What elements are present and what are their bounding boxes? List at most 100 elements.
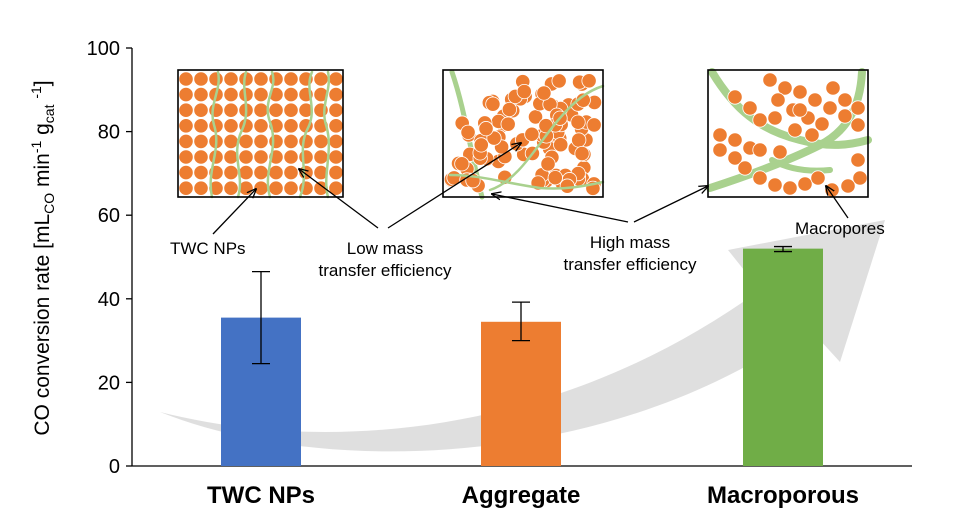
particle: [782, 180, 798, 196]
annotation-low-mass-2: transfer efficiency: [319, 261, 452, 280]
particle: [193, 133, 209, 149]
particle: [727, 150, 743, 166]
particle: [328, 87, 344, 103]
particle: [178, 180, 194, 196]
particle: [500, 116, 516, 132]
particle: [553, 137, 569, 153]
particle: [850, 152, 866, 168]
particle: [328, 165, 344, 181]
arrow-low-mass-b: [387, 143, 521, 229]
particle: [268, 165, 284, 181]
particle: [193, 118, 209, 134]
y-tick-label: 100: [87, 38, 120, 60]
arrow-high-mass-b: [633, 186, 708, 223]
annotation-high-mass-2: transfer efficiency: [564, 255, 697, 274]
particle: [313, 87, 329, 103]
particle: [313, 180, 329, 196]
particle: [501, 101, 518, 118]
bar-2: [743, 248, 823, 466]
particle: [777, 80, 793, 96]
pore-channel: [448, 173, 605, 190]
particle: [208, 180, 224, 196]
error-bars: [252, 245, 792, 365]
annotation-macropores: Macropores: [795, 219, 885, 238]
annotation-low-mass-1: Low mass: [347, 239, 424, 258]
particle: [193, 87, 209, 103]
particle: [193, 71, 209, 87]
particle: [770, 92, 786, 108]
particle: [752, 170, 768, 186]
particle: [208, 102, 224, 118]
inset-frame: [442, 69, 604, 198]
particle: [283, 149, 299, 165]
particle: [253, 133, 269, 149]
particle: [223, 133, 239, 149]
particle: [837, 92, 853, 108]
particle: [283, 133, 299, 149]
particle: [536, 85, 552, 101]
category-label-2: Macroporous: [707, 482, 859, 509]
particle: [223, 102, 239, 118]
y-tick-label: 40: [98, 289, 120, 311]
bar-1: [481, 321, 561, 466]
pore-channel: [769, 157, 833, 174]
particle: [840, 178, 856, 194]
particle: [253, 87, 269, 103]
particle: [792, 102, 808, 118]
pore-channel: [488, 84, 605, 192]
particle: [253, 149, 269, 165]
bars: [221, 248, 823, 466]
particle: [313, 149, 329, 165]
particle: [223, 71, 239, 87]
y-tick-label: 20: [98, 372, 120, 394]
particle: [328, 102, 344, 118]
particle: [772, 144, 788, 160]
particle: [283, 165, 299, 181]
particle: [767, 110, 783, 126]
particle: [253, 180, 269, 196]
particle: [178, 165, 194, 181]
arrow-low-mass-a: [299, 169, 379, 229]
arrow-macropores: [826, 186, 849, 219]
arrow-twc: [212, 189, 256, 235]
particle: [313, 165, 329, 181]
particle: [478, 121, 494, 137]
pore-channel: [209, 70, 220, 199]
particle: [328, 118, 344, 134]
y-tick-label: 60: [98, 205, 120, 227]
particle: [313, 133, 329, 149]
particle: [283, 118, 299, 134]
inset-twc-nps: [177, 69, 344, 199]
particle: [178, 149, 194, 165]
particle: [223, 165, 239, 181]
particle: [797, 176, 813, 192]
y-tick-label: 0: [109, 456, 120, 478]
particle: [193, 102, 209, 118]
particle: [752, 142, 768, 158]
particle: [238, 149, 254, 165]
category-label-1: Aggregate: [462, 482, 581, 509]
particle: [485, 96, 501, 112]
particle: [574, 145, 590, 162]
particle: [570, 114, 586, 130]
particle: [807, 92, 823, 108]
particle: [586, 117, 602, 133]
particle: [178, 118, 194, 134]
particle: [208, 71, 224, 87]
particle: [524, 126, 540, 142]
particle: [328, 133, 344, 149]
particle: [268, 180, 284, 196]
particle: [787, 122, 803, 138]
particle: [253, 71, 269, 87]
particle: [298, 102, 314, 118]
particle: [852, 170, 868, 186]
particle: [581, 73, 597, 89]
particle: [328, 71, 344, 87]
particle: [551, 73, 567, 89]
particle: [283, 102, 299, 118]
particle: [850, 117, 866, 133]
particle: [822, 100, 838, 116]
